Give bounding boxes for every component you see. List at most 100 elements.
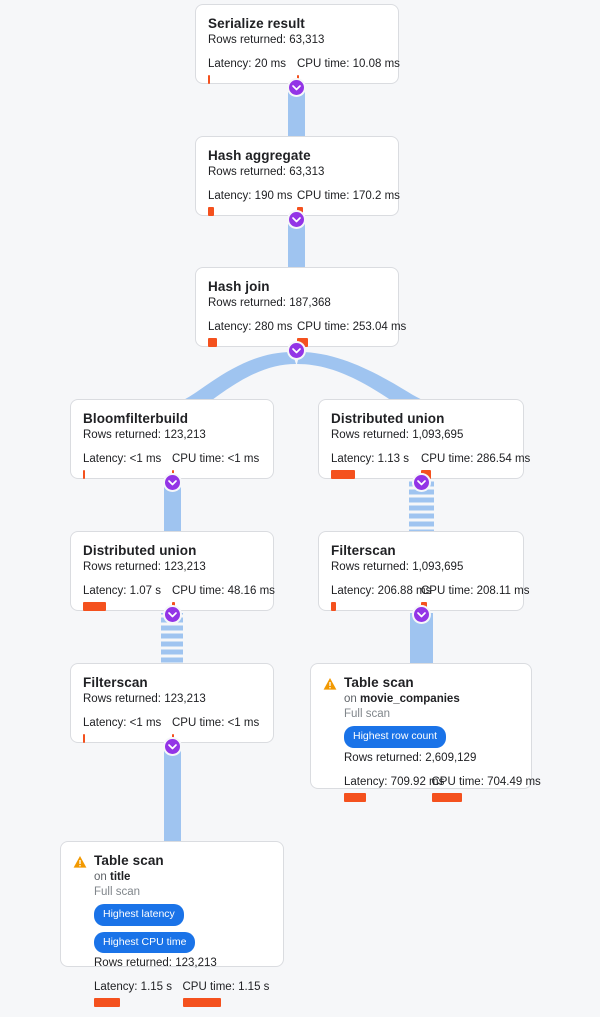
node-title: Distributed union (331, 411, 445, 426)
cpu-metric: CPU time: 48.16 ms (172, 584, 275, 611)
node-title: Hash aggregate (208, 148, 311, 163)
cpu-bar (421, 602, 427, 611)
latency-bar (208, 75, 210, 84)
rows-returned: Rows returned: 123,213 (83, 429, 206, 441)
status-badge: Highest row count (344, 726, 447, 748)
chevron-down-icon[interactable] (165, 739, 180, 754)
cpu-metric: CPU time: 704.49 ms (431, 775, 541, 802)
node-header: Hash aggregate (208, 147, 386, 164)
cpu-label: CPU time: 704.49 ms (431, 775, 541, 788)
plan-node-hash-join[interactable]: Hash join Rows returned: 187,368 Latency… (195, 267, 407, 347)
plan-node-table-scan-title[interactable]: Table scan on title Full scan Highest la… (60, 841, 284, 1007)
latency-label: Latency: 190 ms (208, 190, 293, 202)
chevron-down-icon[interactable] (165, 475, 180, 490)
chevron-down-icon[interactable] (289, 343, 304, 358)
plan-node-distributed-union-right[interactable]: Distributed union Rows returned: 1,093,6… (318, 399, 531, 479)
node-metrics: Latency: 1.13 s CPU time: 286.54 ms (331, 452, 531, 479)
plan-node-hash-aggregate[interactable]: Hash aggregate Rows returned: 63,313 Lat… (195, 136, 400, 216)
node-metrics: Latency: 1.07 s CPU time: 48.16 ms (83, 584, 275, 611)
node-badges: Highest latency Highest CPU time (94, 904, 271, 953)
cpu-metric: CPU time: 208.11 ms (421, 584, 530, 611)
node-header: Distributed union (83, 542, 261, 559)
chevron-down-icon[interactable] (414, 607, 429, 622)
latency-metric: Latency: <1 ms (83, 452, 172, 479)
cpu-label: CPU time: 286.54 ms (421, 453, 531, 465)
edge-table-scan-movie-companies-to-filterscan-right (410, 613, 433, 664)
rows-returned: Rows returned: 2,609,129 (344, 751, 477, 764)
latency-label: Latency: 1.15 s (94, 981, 172, 993)
latency-bar (83, 470, 85, 479)
plan-node-bloomfilterbuild[interactable]: Bloomfilterbuild Rows returned: 123,213 … (70, 399, 274, 479)
latency-bar (83, 602, 106, 611)
cpu-bar (172, 734, 174, 743)
latency-label: Latency: <1 ms (83, 717, 162, 729)
node-title: Filterscan (331, 543, 396, 558)
edge-hash-join-to-hash-aggregate (288, 218, 305, 269)
chevron-down-icon[interactable] (289, 212, 304, 227)
cpu-label: CPU time: 170.2 ms (297, 190, 400, 202)
latency-label: Latency: 1.07 s (83, 585, 161, 597)
cpu-metric: CPU time: <1 ms (172, 452, 261, 479)
chevron-down-icon[interactable] (414, 475, 429, 490)
warning-triangle-icon (323, 678, 337, 690)
latency-label: Latency: 709.92 ms (344, 775, 445, 788)
latency-bar (83, 734, 85, 743)
node-title: Table scan (344, 675, 414, 690)
cpu-metric: CPU time: 10.08 ms (297, 57, 400, 84)
edge-distributed-union-left-to-bloomfilterbuild (164, 481, 181, 532)
status-badge: Highest latency (94, 904, 184, 926)
latency-label: Latency: 1.13 s (331, 453, 409, 465)
node-title: Distributed union (83, 543, 197, 558)
latency-bar (94, 998, 120, 1007)
rows-returned: Rows returned: 123,213 (83, 693, 206, 705)
latency-metric: Latency: 1.15 s (94, 980, 183, 1007)
plan-node-filterscan-left[interactable]: Filterscan Rows returned: 123,213 Latenc… (70, 663, 274, 743)
node-scan-type: Full scan (344, 708, 391, 720)
node-metrics: Latency: 1.15 s CPU time: 1.15 s (94, 980, 271, 1007)
rows-returned: Rows returned: 1,093,695 (331, 561, 464, 573)
node-badges: Highest row count (344, 726, 519, 748)
node-header: Serialize result (208, 15, 386, 32)
node-metrics: Latency: <1 ms CPU time: <1 ms (83, 452, 261, 479)
latency-metric: Latency: 709.92 ms (344, 775, 445, 802)
rows-returned: Rows returned: 63,313 (208, 166, 325, 178)
rows-returned: Rows returned: 123,213 (94, 957, 217, 969)
cpu-metric: CPU time: 170.2 ms (297, 189, 400, 216)
cpu-label: CPU time: 253.04 ms (297, 321, 407, 333)
node-header: Distributed union (331, 410, 511, 427)
cpu-label: CPU time: <1 ms (172, 453, 260, 465)
node-title: Table scan (94, 853, 164, 868)
cpu-label: CPU time: 48.16 ms (172, 585, 275, 597)
cpu-label: CPU time: 10.08 ms (297, 58, 400, 70)
cpu-bar (172, 470, 174, 479)
latency-bar (331, 602, 336, 611)
chevron-down-icon[interactable] (289, 80, 304, 95)
node-title: Serialize result (208, 16, 305, 31)
cpu-bar (297, 75, 299, 84)
node-metrics: Latency: 190 ms CPU time: 170.2 ms (208, 189, 400, 216)
plan-node-serialize-result[interactable]: Serialize result Rows returned: 63,313 L… (195, 4, 400, 84)
edge-filterscan-left-to-distributed-union-left (161, 613, 183, 664)
node-metrics: Latency: 709.92 ms CPU time: 704.49 ms (344, 775, 541, 802)
cpu-metric: CPU time: <1 ms (172, 716, 261, 743)
node-table-ref: on movie_companies (344, 693, 460, 705)
plan-node-distributed-union-left[interactable]: Distributed union Rows returned: 123,213… (70, 531, 275, 611)
node-header: Table scan (323, 674, 519, 691)
node-header: Table scan (73, 852, 271, 869)
latency-bar (208, 338, 217, 347)
cpu-label: CPU time: 1.15 s (182, 981, 270, 993)
cpu-metric: CPU time: 286.54 ms (421, 452, 531, 479)
cpu-label: CPU time: 208.11 ms (421, 585, 530, 597)
latency-metric: Latency: 1.07 s (83, 584, 172, 611)
latency-bar (208, 207, 214, 216)
node-metrics: Latency: 206.88 ms CPU time: 208.11 ms (331, 584, 530, 611)
cpu-label: CPU time: <1 ms (172, 717, 260, 729)
node-title: Hash join (208, 279, 270, 294)
cpu-bar (172, 602, 175, 611)
node-header: Filterscan (331, 542, 511, 559)
plan-node-table-scan-movie-companies[interactable]: Table scan on movie_companies Full scan … (310, 663, 541, 802)
chevron-down-icon[interactable] (165, 607, 180, 622)
edge-hash-aggregate-to-serialize-result (288, 86, 305, 137)
plan-node-filterscan-right[interactable]: Filterscan Rows returned: 1,093,695 Late… (318, 531, 530, 611)
